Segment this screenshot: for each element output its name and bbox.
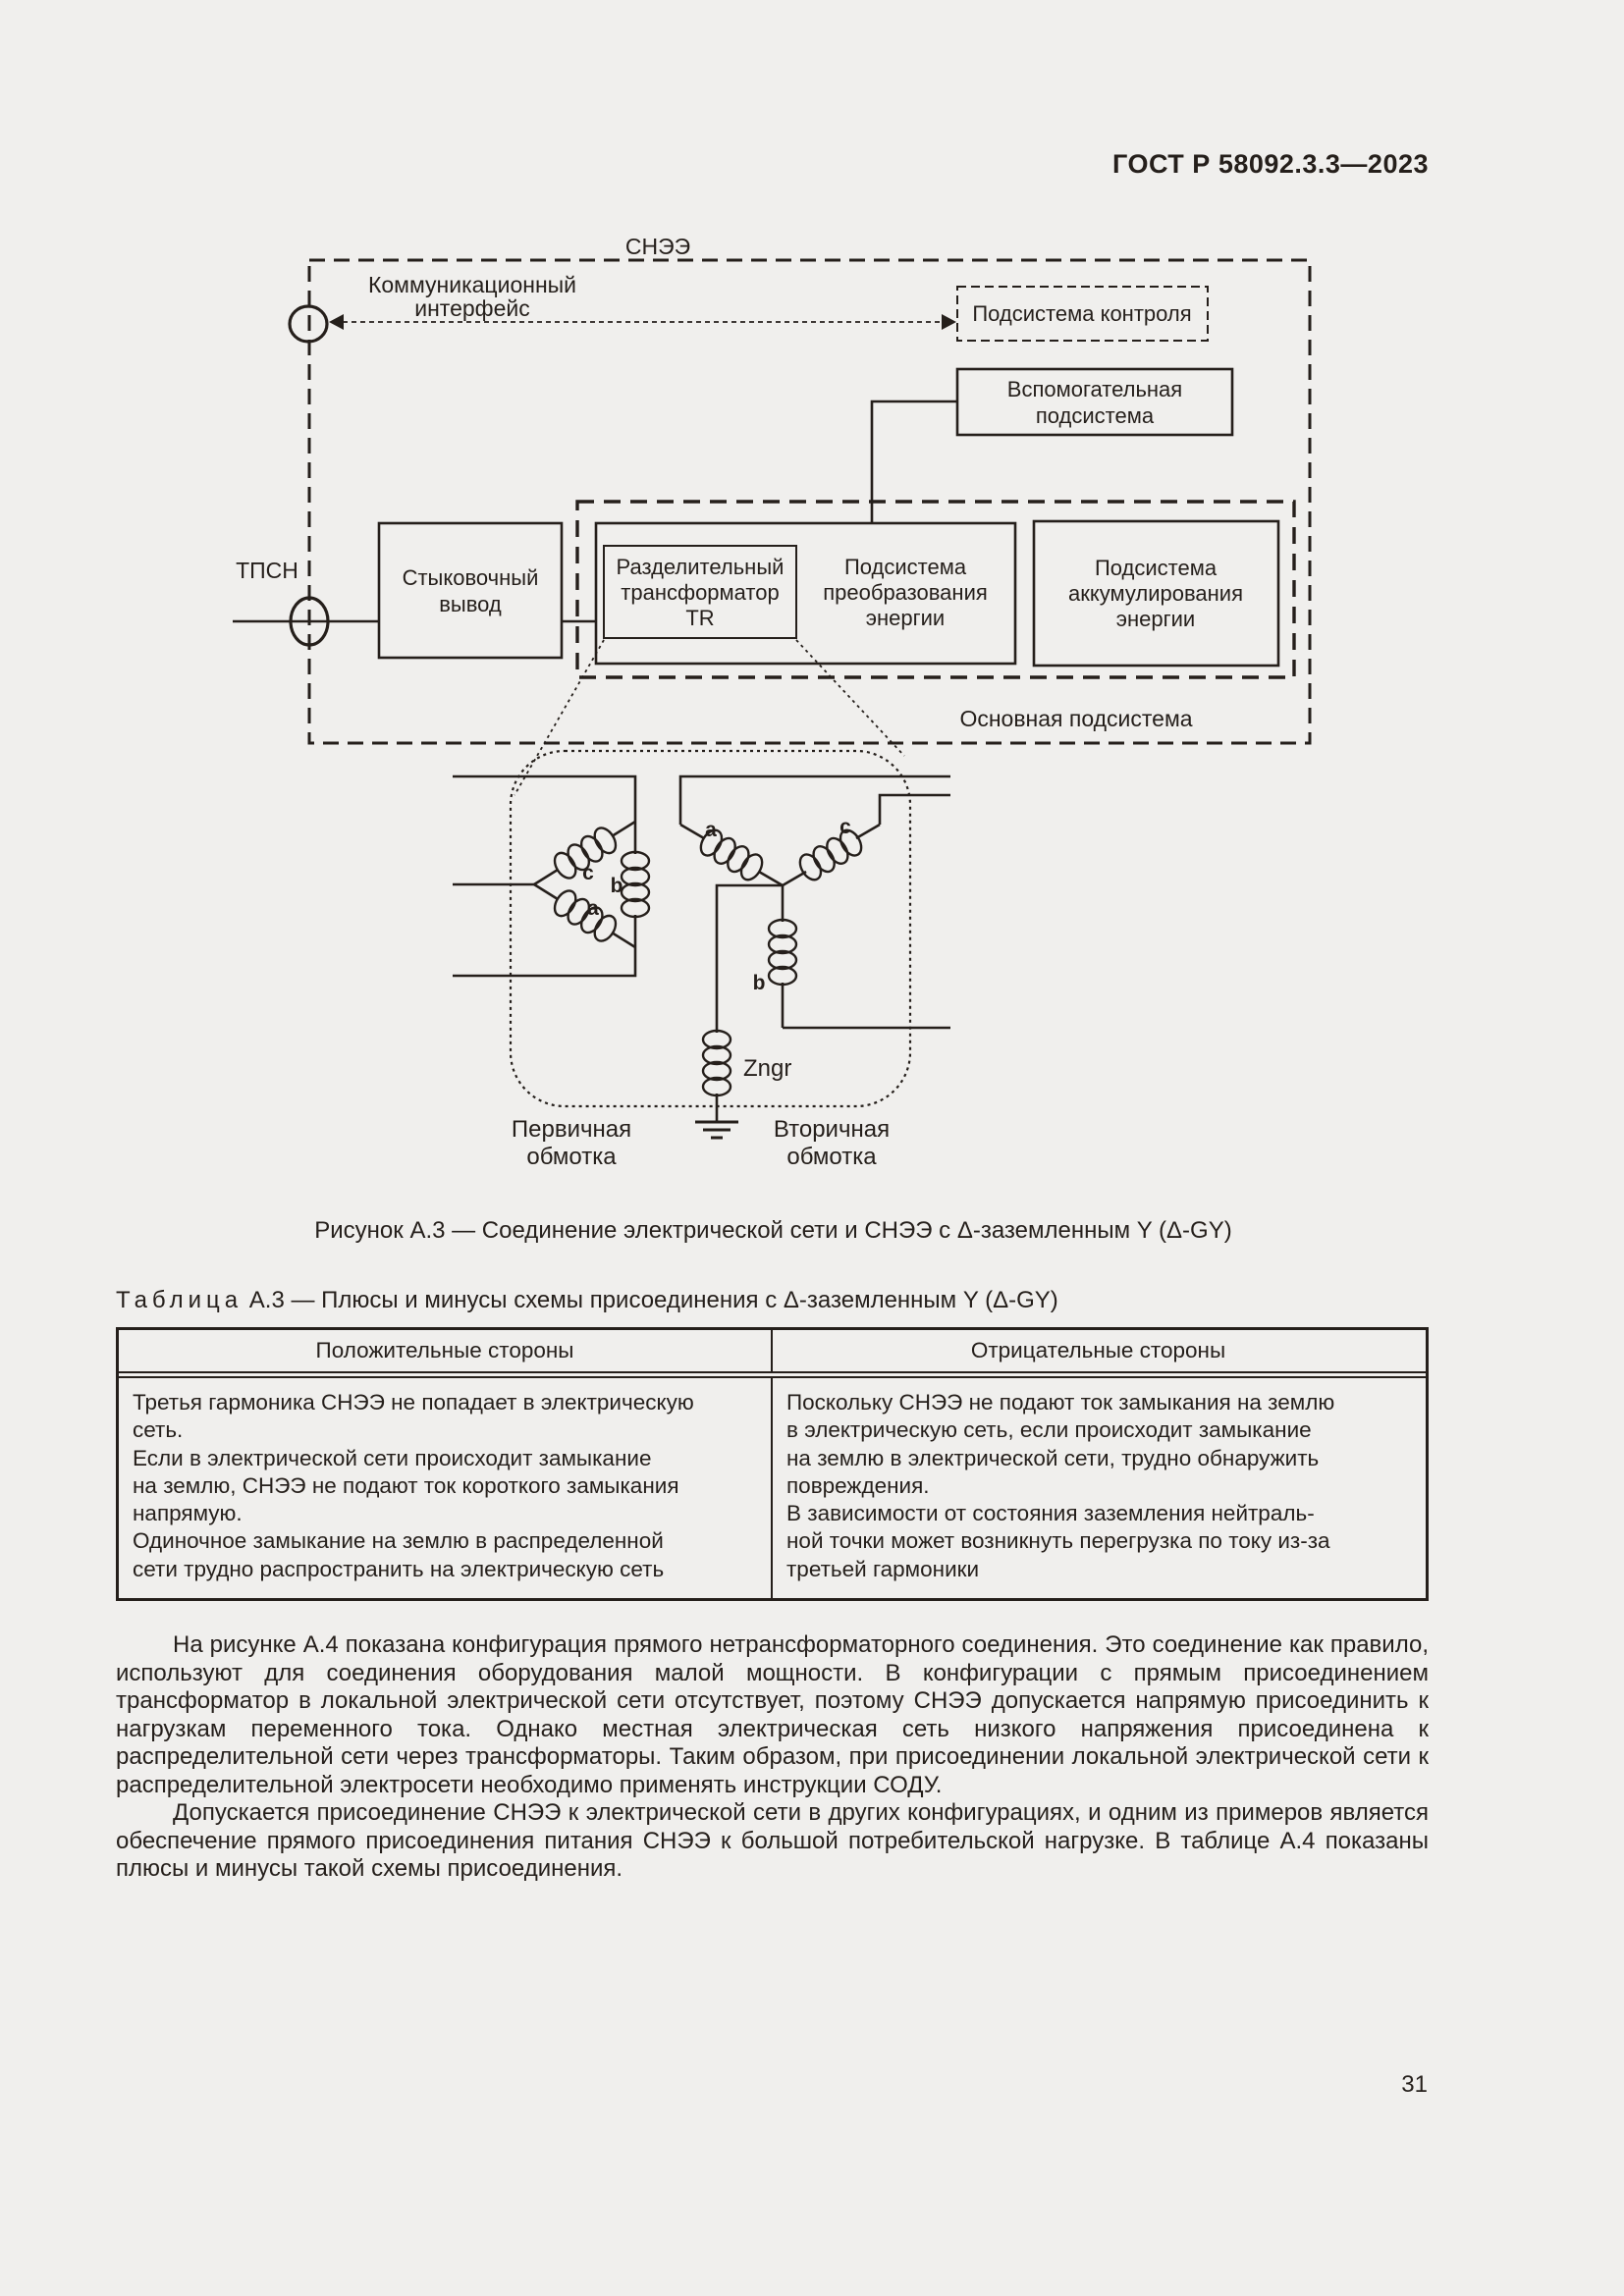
- body-text: На рисунке А.4 показана конфигурация пря…: [116, 1631, 1429, 1884]
- comm-interface-label-2: интерфейс: [414, 295, 529, 321]
- callout-leader-left: [514, 639, 605, 796]
- comm-port-circle: [288, 304, 329, 344]
- secondary-winding-label-2: обмотка: [786, 1144, 877, 1170]
- table-cell-negative: Поскольку СНЭЭ не подают ток замыкания н…: [786, 1390, 1335, 1581]
- docking-output-box: [377, 521, 564, 660]
- table-a3: Положительные стороны Отрицательные стор…: [116, 1327, 1429, 1602]
- page-number: 31: [1401, 2071, 1428, 2098]
- winding-detail-boundary: [509, 749, 912, 1108]
- storage-label-3: энергии: [1116, 607, 1195, 631]
- table-caption-word: Таблица: [116, 1287, 244, 1313]
- table-cell-positive: Третья гармоника СНЭЭ не попадает в элек…: [119, 1378, 773, 1599]
- transformer-label-2: трансформатор: [621, 580, 779, 605]
- conversion-label-1: Подсистема: [844, 555, 967, 579]
- document-header: ГОСТ Р 58092.3.3—2023: [1112, 149, 1429, 179]
- main-subsystem-box: [575, 500, 1296, 679]
- isolation-transformer-box: [603, 545, 797, 639]
- conversion-label-3: энергии: [866, 606, 945, 630]
- tpsn-label: ТПСН: [236, 558, 298, 583]
- figure-a3-diagram: СНЭЭ Коммуникационный интерфейс Подсисте…: [233, 234, 1312, 1170]
- delta-primary-winding: [453, 774, 651, 978]
- comm-arrow-right-head: [942, 314, 956, 330]
- conversion-label-2: преобразования: [823, 580, 988, 605]
- table-body-row: Третья гармоника СНЭЭ не попадает в элек…: [119, 1378, 1426, 1599]
- docking-output-label-1: Стыковочный: [403, 565, 539, 590]
- paragraph-1: На рисунке А.4 показана конфигурация пря…: [116, 1631, 1429, 1798]
- table-caption-rest: А.3 — Плюсы и минусы схемы присоединения…: [243, 1287, 1058, 1313]
- wye-coil-b-label: b: [753, 972, 766, 994]
- tpsn-port-circle: [289, 596, 330, 647]
- table-header-negative: Отрицательные стороны: [970, 1338, 1226, 1362]
- conversion-subsystem-box: [594, 521, 1017, 666]
- secondary-winding-label-1: Вторичная: [774, 1116, 890, 1143]
- ground-symbol: [695, 1120, 738, 1140]
- comm-interface-label-1: Коммуникационный: [368, 272, 576, 297]
- snee-boundary-box: [307, 258, 1312, 745]
- zngr-impedance: [701, 1029, 732, 1122]
- aux-subsystem-label-1: Вспомогательная: [1007, 377, 1182, 401]
- figure-caption: Рисунок А.3 — Соединение электрической с…: [314, 1217, 1232, 1244]
- table-caption: Таблица А.3 — Плюсы и минусы схемы присо…: [116, 1287, 1429, 1314]
- aux-connector: [870, 400, 957, 523]
- transformer-label-3: TR: [685, 606, 714, 630]
- control-subsystem-label: Подсистема контроля: [972, 301, 1191, 326]
- callout-leader-right: [795, 639, 905, 757]
- storage-label-2: аккумулирования: [1068, 581, 1243, 606]
- paragraph-2: Допускается присоединение СНЭЭ к электри…: [116, 1799, 1429, 1882]
- delta-coil-c-label: c: [582, 862, 594, 884]
- docking-output-label-2: вывод: [439, 592, 502, 616]
- main-subsystem-label: Основная подсистема: [959, 706, 1192, 731]
- delta-coil-a-label: a: [587, 897, 599, 920]
- comm-arrow-left-head: [329, 314, 344, 330]
- storage-label-1: Подсистема: [1095, 556, 1218, 580]
- wye-secondary-winding: [678, 774, 950, 1033]
- storage-subsystem-box: [1032, 519, 1280, 667]
- aux-subsystem-label-2: подсистема: [1036, 403, 1155, 428]
- table-header-positive: Положительные стороны: [119, 1330, 773, 1371]
- wye-coil-c-label: c: [839, 816, 851, 838]
- transformer-label-1: Разделительный: [617, 555, 785, 579]
- control-subsystem-box: [956, 286, 1209, 342]
- zngr-label: Zngr: [743, 1055, 791, 1082]
- snee-label: СНЭЭ: [625, 234, 690, 259]
- primary-winding-label-1: Первичная: [512, 1116, 631, 1143]
- primary-winding-label-2: обмотка: [526, 1144, 617, 1170]
- delta-coil-b-label: b: [611, 875, 623, 897]
- wye-coil-a-label: a: [705, 819, 717, 841]
- table-header-row: Положительные стороны Отрицательные стор…: [119, 1330, 1426, 1378]
